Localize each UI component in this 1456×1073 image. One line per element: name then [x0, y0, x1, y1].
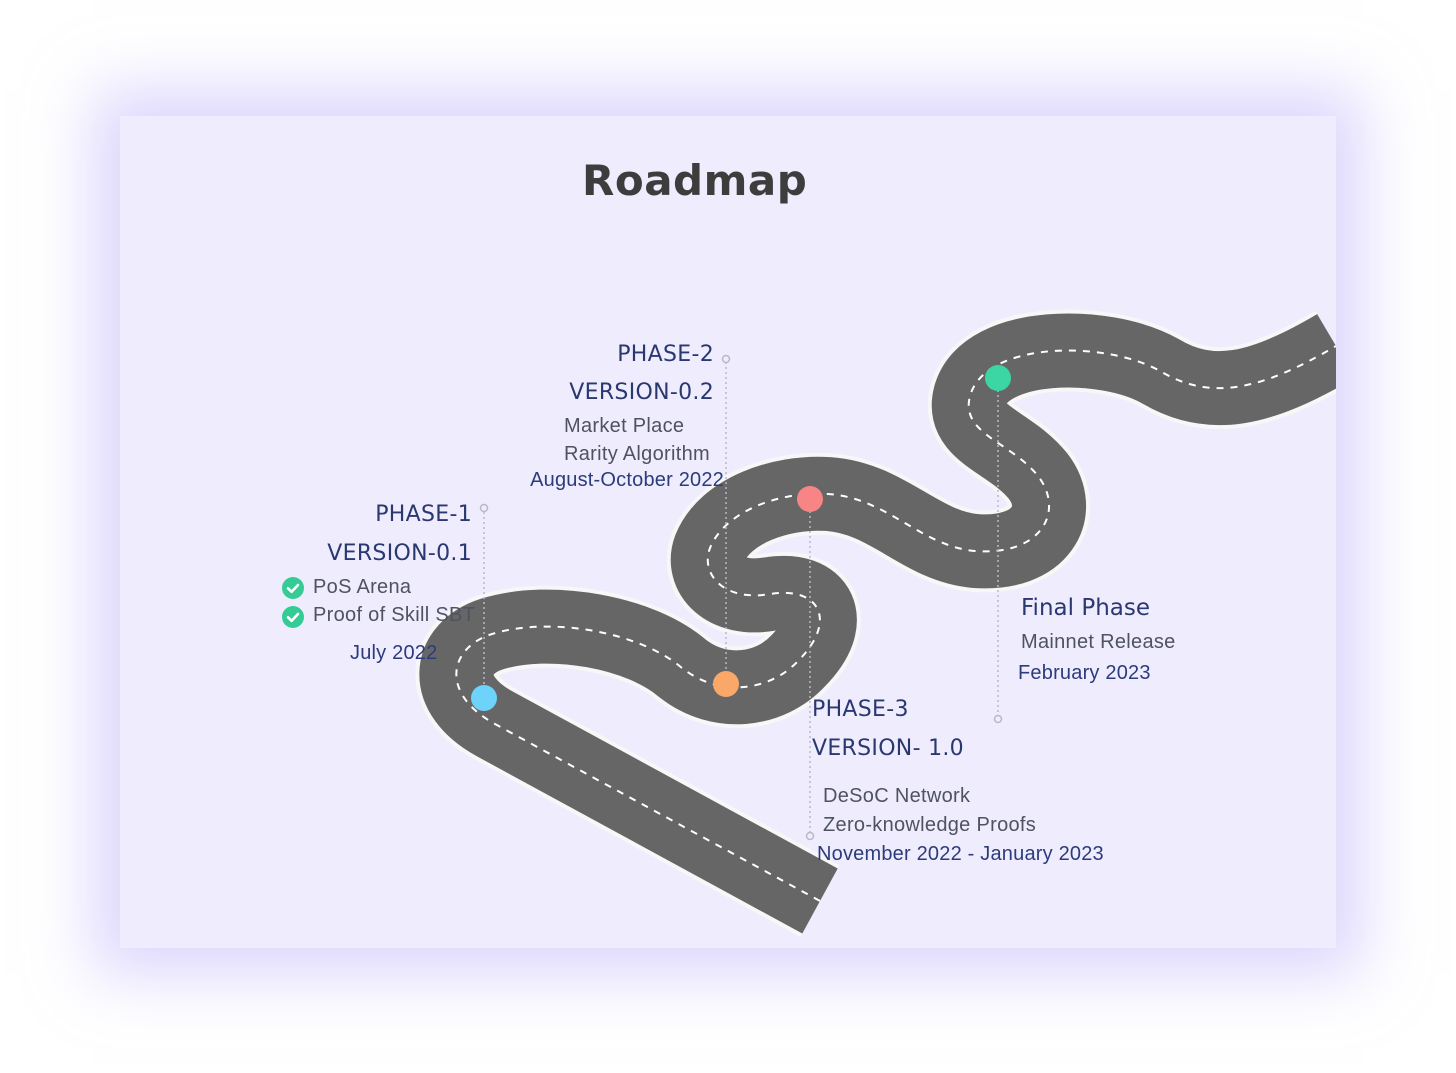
final-phase-connector-end	[993, 714, 1003, 724]
phase-2-title: PHASE-2	[617, 342, 714, 367]
check-circle-icon	[282, 606, 304, 628]
roadmap-card: Roadmap	[120, 116, 1336, 948]
roadmap-road-illustration	[415, 309, 1336, 938]
phase-2-marker	[713, 671, 739, 697]
phase-2-feature-1: Market Place	[564, 415, 685, 437]
phase-2-version: VERSION-0.2	[569, 380, 714, 405]
phase-1-version: VERSION-0.1	[327, 541, 472, 566]
phase-3-date: November 2022 - January 2023	[817, 843, 1104, 865]
check-circle-icon	[282, 577, 304, 599]
phase-3-connector-end	[805, 831, 815, 841]
road-lane-marking	[455, 345, 1336, 902]
phase-1-feature-2: Proof of Skill SBT	[313, 604, 476, 626]
phase-2-feature-2: Rarity Algorithm	[564, 443, 710, 465]
final-phase-title: Final Phase	[1021, 595, 1150, 621]
roadmap-title: Roadmap	[582, 156, 808, 205]
phase-1-connector-end	[479, 503, 489, 513]
phase-3-marker	[797, 486, 823, 512]
phase-1-feature-1: PoS Arena	[313, 576, 412, 598]
phase-2-connector-end	[721, 354, 731, 364]
phase-3-feature-2: Zero-knowledge Proofs	[823, 814, 1037, 836]
phase-3-version: VERSION- 1.0	[812, 736, 964, 761]
final-phase-marker	[985, 365, 1011, 391]
final-phase-date: February 2023	[1018, 662, 1151, 684]
phase-3-title: PHASE-3	[812, 697, 909, 722]
phase-1-marker	[471, 685, 497, 711]
phase-3-feature-1: DeSoC Network	[823, 785, 971, 807]
phase-2-date: August-October 2022	[530, 469, 724, 491]
phase-1-date: July 2022	[350, 642, 438, 664]
final-phase-feature-1: Mainnet Release	[1021, 631, 1176, 653]
phase-1-title: PHASE-1	[375, 502, 472, 527]
